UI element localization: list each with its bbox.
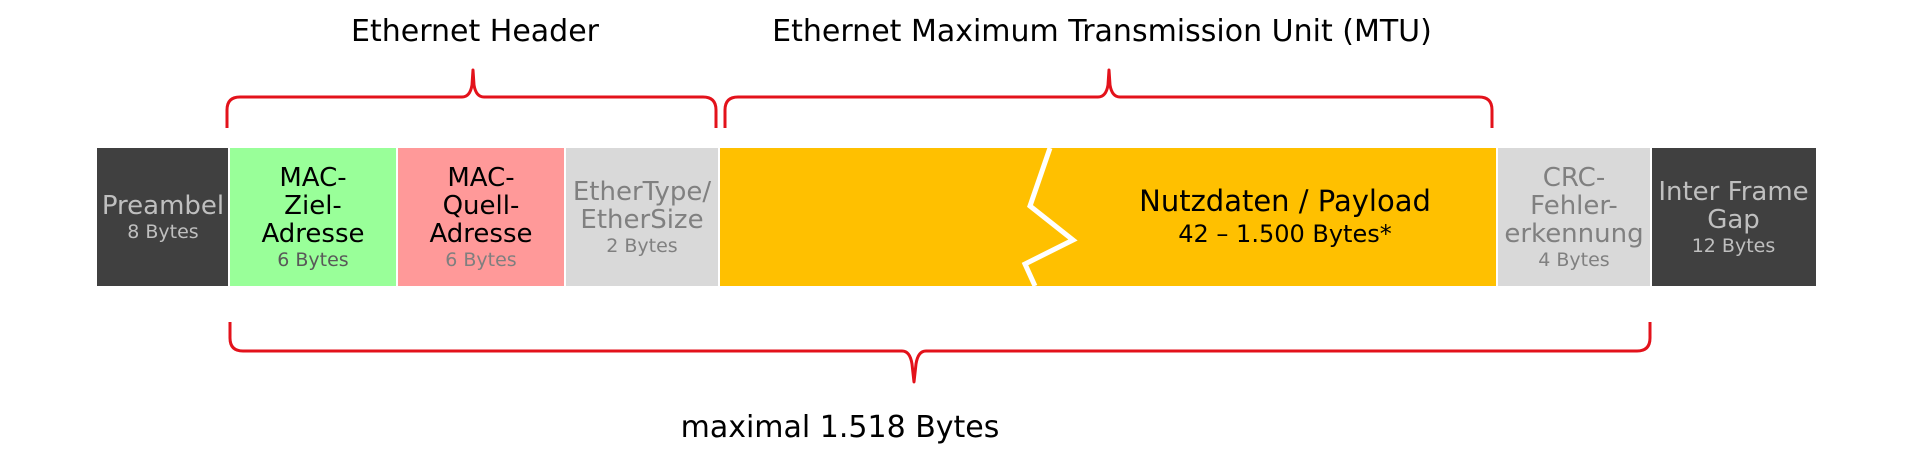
- mac-dest-size: 6 Bytes: [277, 248, 349, 271]
- mtu-brace: [723, 68, 1494, 128]
- ifg-size: 12 Bytes: [1691, 234, 1776, 257]
- ethernet-header-label: Ethernet Header: [351, 14, 599, 49]
- preamble-size: 8 Bytes: [127, 220, 199, 243]
- segment-mac-src: MAC- Quell- Adresse 6 Bytes: [397, 148, 565, 286]
- segment-preamble: Preambel 8 Bytes: [97, 148, 229, 286]
- segment-payload: Nutzdaten / Payload 42 – 1.500 Bytes*: [1073, 148, 1497, 286]
- ethertype-size: 2 Bytes: [606, 234, 678, 257]
- mac-src-size: 6 Bytes: [445, 248, 517, 271]
- total-brace: [228, 322, 1652, 384]
- payload-size: 42 – 1.500 Bytes*: [1178, 219, 1392, 248]
- segment-ethertype: EtherType/ EtherSize 2 Bytes: [565, 148, 719, 286]
- payload-break-line: [1021, 147, 1078, 288]
- payload-block: [719, 148, 1497, 286]
- payload-name: Nutzdaten / Payload: [1139, 184, 1431, 219]
- mac-src-name: MAC- Quell- Adresse: [429, 162, 533, 249]
- total-size-label: maximal 1.518 Bytes: [680, 410, 1000, 445]
- crc-block: [1497, 148, 1651, 286]
- crc-size: 4 Bytes: [1538, 248, 1610, 271]
- segment-ifg: Inter Frame Gap 12 Bytes: [1651, 148, 1816, 286]
- mac-dest-name: MAC- Ziel- Adresse: [261, 162, 365, 249]
- mac-src-block: [397, 148, 565, 286]
- ifg-block: [1651, 148, 1816, 286]
- preamble-name: Preambel: [101, 190, 225, 221]
- ifg-name: Inter Frame Gap: [1658, 176, 1809, 235]
- ethertype-block: [565, 148, 719, 286]
- header-brace: [225, 68, 718, 128]
- segment-crc: CRC- Fehler- erkennung 4 Bytes: [1497, 148, 1651, 286]
- crc-name: CRC- Fehler- erkennung: [1504, 162, 1644, 249]
- mac-dest-block: [229, 148, 397, 286]
- ethertype-name: EtherType/ EtherSize: [572, 176, 712, 235]
- preamble-block: [97, 148, 229, 286]
- mtu-label: Ethernet Maximum Transmission Unit (MTU): [772, 14, 1432, 49]
- segment-mac-dest: MAC- Ziel- Adresse 6 Bytes: [229, 148, 397, 286]
